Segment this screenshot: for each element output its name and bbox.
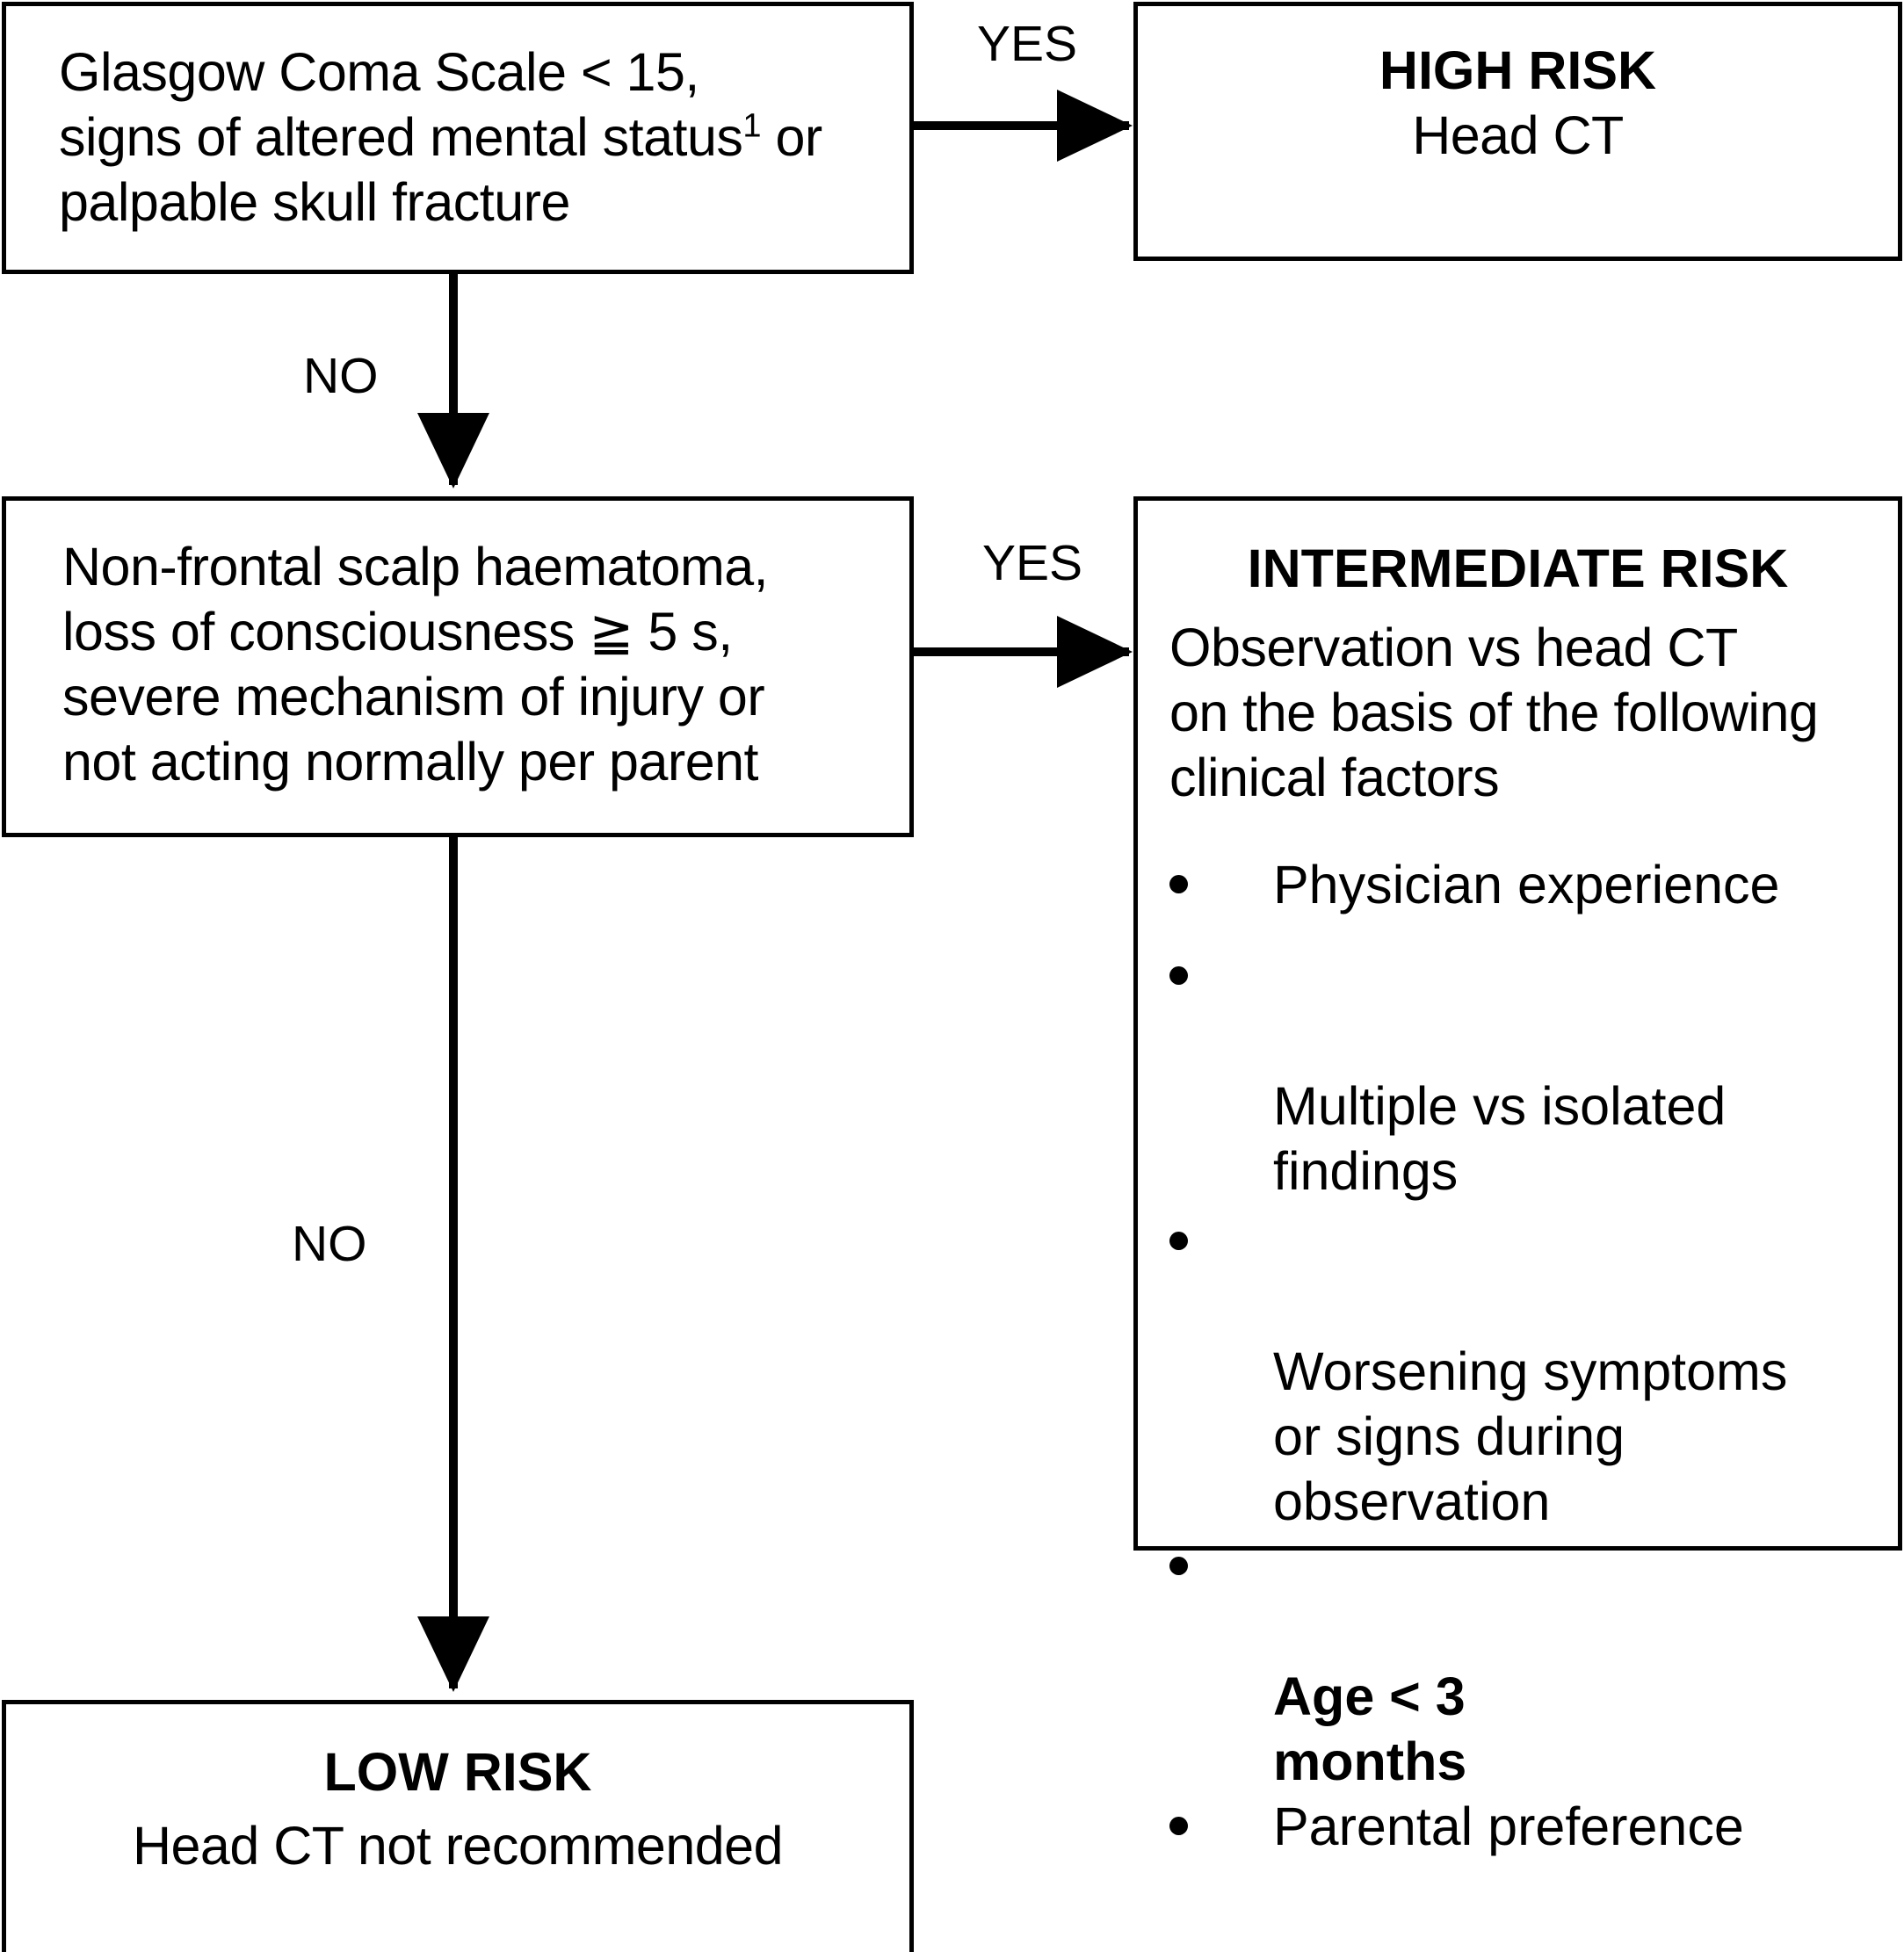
edge-label-yes-middle: YES bbox=[982, 535, 1083, 591]
decision1-line2-pre: signs of altered mental status bbox=[59, 107, 743, 167]
decision1-line3: palpable skull fracture bbox=[59, 172, 570, 232]
intermediate-risk-factor-list: Physician experience Multiple vs isolate… bbox=[1169, 852, 1899, 1859]
decision-box-risk-factors[interactable]: Non-frontal scalp haematoma, loss of cons… bbox=[2, 496, 914, 837]
list-item: Multiple vs isolated findings bbox=[1169, 943, 1899, 1204]
list-item: Worsening symptoms or signs during obser… bbox=[1169, 1209, 1899, 1534]
list-item-label: Physician experience bbox=[1273, 855, 1780, 915]
list-item: Parental preference bbox=[1169, 1794, 1899, 1859]
intermediate-body-line3: clinical factors bbox=[1169, 748, 1500, 807]
intermediate-risk-heading: INTERMEDIATE RISK bbox=[1247, 539, 1789, 598]
list-item-label: Multiple vs isolated findings bbox=[1273, 1076, 1727, 1201]
outcome-box-intermediate-risk[interactable]: INTERMEDIATE RISK Observation vs head CT… bbox=[1133, 496, 1902, 1856]
low-risk-body: Head CT not recommended bbox=[132, 1816, 784, 1876]
high-risk-heading: HIGH RISK bbox=[1379, 40, 1657, 100]
bullet-icon bbox=[1169, 1557, 1188, 1575]
intermediate-risk-body: Observation vs head CT on the basis of th… bbox=[1169, 615, 1899, 810]
decision2-line3: severe mechanism of injury or bbox=[62, 667, 765, 727]
edge-label-yes-top: YES bbox=[977, 16, 1078, 72]
decision1-line2-post: or bbox=[761, 107, 823, 167]
decision2-line4: not acting normally per parent bbox=[62, 732, 759, 792]
list-item: Physician experience bbox=[1169, 852, 1899, 917]
bullet-icon bbox=[1169, 1817, 1188, 1835]
edge-label-no-top: NO bbox=[303, 348, 379, 404]
list-item-label: Parental preference bbox=[1273, 1797, 1744, 1856]
decision2-line1: Non-frontal scalp haematoma, bbox=[62, 537, 769, 596]
decision1-text: Glasgow Coma Scale < 15,signs of altered… bbox=[59, 40, 876, 235]
decision2-line2: loss of consciousness ≧ 5 s, bbox=[62, 602, 733, 662]
list-item-label: Age < 3 months bbox=[1273, 1666, 1467, 1791]
decision1-footnote-marker: 1 bbox=[742, 107, 762, 145]
outcome-box-low-risk[interactable]: LOW RISK Head CT not recommended bbox=[2, 1700, 914, 1952]
intermediate-body-line1: Observation vs head CT bbox=[1169, 618, 1738, 677]
edge-label-no-middle: NO bbox=[292, 1216, 367, 1272]
intermediate-body-line2: on the basis of the following bbox=[1169, 683, 1819, 742]
outcome-box-high-risk[interactable]: HIGH RISK Head CT bbox=[1133, 2, 1902, 261]
decision1-line1: Glasgow Coma Scale < 15, bbox=[59, 42, 699, 102]
bullet-icon bbox=[1169, 966, 1188, 985]
bullet-icon bbox=[1169, 875, 1188, 893]
list-item: Age < 3 months bbox=[1169, 1534, 1899, 1794]
decision-box-gcs[interactable]: Glasgow Coma Scale < 15,signs of altered… bbox=[2, 2, 914, 274]
low-risk-heading: LOW RISK bbox=[323, 1742, 592, 1802]
decision2-text: Non-frontal scalp haematoma, loss of cons… bbox=[62, 534, 897, 794]
list-item-label: Worsening symptoms or signs during obser… bbox=[1273, 1341, 1788, 1531]
high-risk-body: Head CT bbox=[1412, 105, 1624, 165]
bullet-icon bbox=[1169, 1232, 1188, 1250]
